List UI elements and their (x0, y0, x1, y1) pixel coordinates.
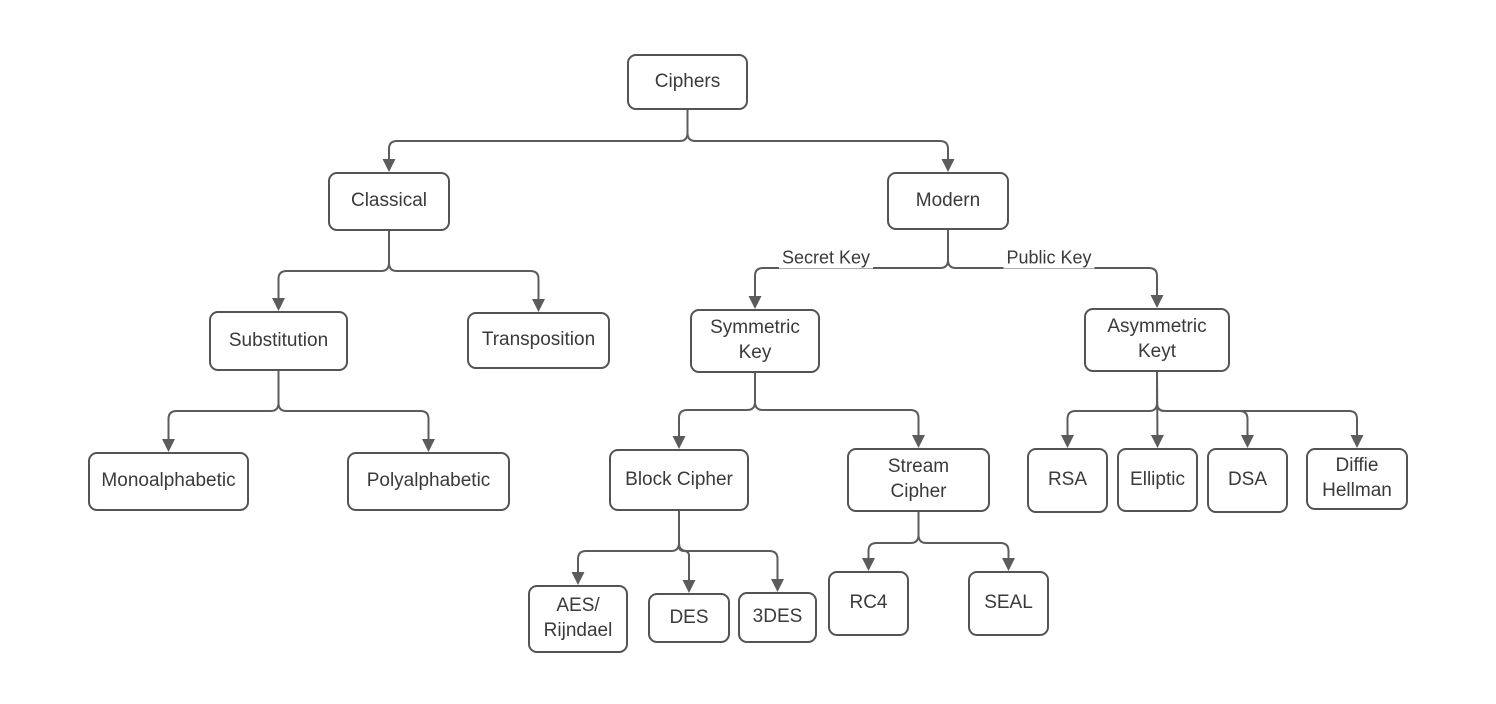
edge-asymmetric-keyt-diffie-hellman (1156, 371, 1364, 448)
node-substitution: Substitution (209, 311, 348, 371)
edge-label-modern-asymmetric-keyt: Public Key (1003, 247, 1095, 269)
edge-substitution-polyalphabetic (277, 370, 435, 452)
edge-stream-cipher-rc4 (862, 511, 920, 571)
edge-ciphers-modern (686, 109, 955, 172)
node-label: Elliptic (1130, 468, 1185, 490)
node-modern: Modern (887, 172, 1009, 230)
node-aes-rijndael: AES/ Rijndael (528, 585, 628, 653)
edge-label-modern-symmetric-key: Secret Key (778, 247, 874, 269)
edge-block-cipher-aes-rijndael (571, 510, 680, 585)
edge-ciphers-classical (382, 109, 689, 172)
node-label: Ciphers (654, 70, 721, 92)
node-label: Symmetric Key (710, 317, 800, 363)
node-symmetric-key: Symmetric Key (690, 309, 820, 373)
node-label: 3DES (752, 606, 803, 628)
node-3des: 3DES (738, 592, 817, 643)
node-transposition: Transposition (467, 312, 610, 369)
node-diffie-hellman: Diffie Hellman (1306, 448, 1408, 510)
node-dsa: DSA (1207, 448, 1288, 513)
edge-substitution-monoalphabetic (162, 370, 280, 452)
node-ciphers: Ciphers (627, 54, 748, 110)
node-label: Transposition (481, 329, 596, 351)
node-stream-cipher: Stream Cipher (847, 448, 990, 512)
edge-classical-transposition (388, 230, 545, 312)
edge-classical-substitution (272, 230, 390, 311)
node-label: RSA (1047, 469, 1088, 491)
edge-block-cipher-3des (678, 510, 784, 592)
node-label: DSA (1227, 469, 1268, 491)
node-classical: Classical (328, 172, 450, 231)
node-seal: SEAL (968, 571, 1049, 636)
node-des: DES (648, 593, 730, 643)
node-label: Asymmetric Keyt (1107, 316, 1207, 362)
node-asymmetric-keyt: Asymmetric Keyt (1084, 308, 1230, 372)
node-label: DES (669, 606, 709, 628)
edge-stream-cipher-seal (917, 511, 1015, 571)
node-label: Block Cipher (625, 468, 733, 490)
node-block-cipher: Block Cipher (609, 449, 749, 511)
node-elliptic: Elliptic (1117, 448, 1198, 512)
edge-symmetric-key-block-cipher (672, 372, 756, 449)
node-label: SEAL (984, 592, 1033, 614)
node-label: AES/ Rijndael (543, 595, 613, 641)
node-rc4: RC4 (828, 571, 909, 636)
node-label: RC4 (849, 592, 888, 614)
node-label: Polyalphabetic (366, 470, 491, 492)
node-label: Diffie Hellman (1322, 455, 1392, 501)
node-label: Stream Cipher (887, 456, 950, 502)
node-monoalphabetic: Monoalphabetic (88, 452, 249, 511)
node-label: Substitution (228, 329, 329, 351)
edge-asymmetric-keyt-rsa (1061, 371, 1158, 448)
node-polyalphabetic: Polyalphabetic (347, 452, 510, 511)
node-label: Modern (915, 189, 981, 211)
node-rsa: RSA (1027, 448, 1108, 513)
node-label: Monoalphabetic (101, 470, 236, 492)
edge-asymmetric-keyt-dsa (1156, 371, 1254, 448)
node-label: Classical (350, 190, 428, 212)
edge-symmetric-key-stream-cipher (754, 372, 925, 448)
